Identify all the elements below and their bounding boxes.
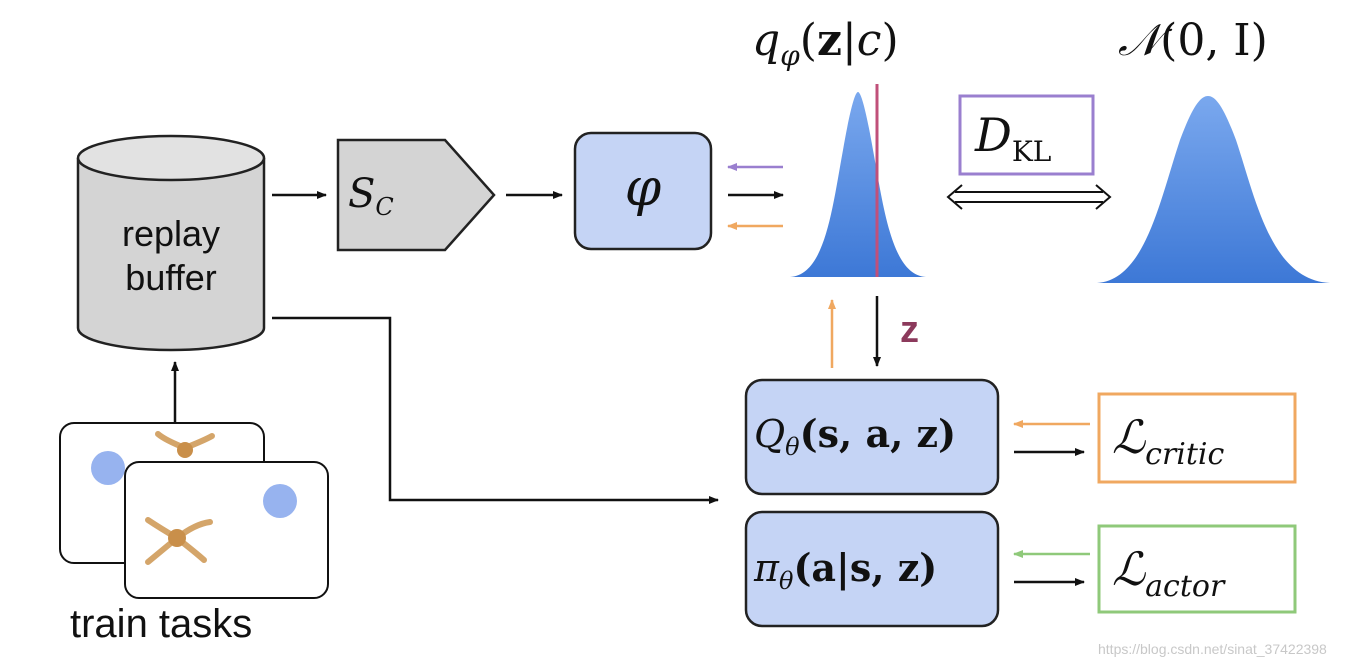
critic-loss-label: ℒcritic (1112, 410, 1225, 472)
actor-args: (a|s, z) (793, 545, 938, 590)
actor-box (744, 510, 1000, 628)
prior-gaussian (1097, 96, 1330, 283)
posterior-phi: φ (780, 38, 800, 72)
prior-label: 𝒩(0, I) (1118, 14, 1268, 68)
actor-theta: θ (778, 567, 794, 596)
actor-label: πθ(a|s, z) (754, 542, 937, 599)
sampler-symbol: S (348, 171, 376, 217)
posterior-q: q (752, 15, 781, 66)
task-goal-dot (263, 484, 297, 518)
critic-label: Qθ(s, a, z) (754, 408, 956, 465)
prior-args: (0, I) (1160, 15, 1268, 66)
replay-buffer-label: replay buffer (78, 212, 264, 300)
kl-double-arrow (946, 184, 1112, 210)
critic-loss-box (1097, 392, 1297, 484)
critic-box (744, 378, 1000, 496)
kl-label: DKL (975, 108, 1051, 169)
posterior-label: qφ(z|c) (752, 14, 899, 73)
actor-loss-subscript: actor (1145, 568, 1225, 604)
critic-args: (s, a, z) (799, 411, 957, 456)
critic-loss-subscript: critic (1145, 436, 1225, 472)
replay-buffer-line2: buffer (125, 257, 217, 298)
posterior-close-paren: ) (881, 15, 899, 66)
actor-loss-label: ℒactor (1112, 542, 1225, 604)
kl-D: D (975, 108, 1012, 162)
critic-Q: Q (754, 412, 786, 456)
watermark-text: https://blog.csdn.net/sinat_37422398 (1098, 641, 1327, 657)
prior-N: 𝒩 (1118, 15, 1161, 66)
actor-loss-L: ℒ (1112, 542, 1146, 596)
critic-theta: θ (785, 433, 800, 462)
kl-box (958, 94, 1095, 176)
posterior-gaussian (790, 92, 926, 277)
sampler-label: SC (348, 170, 394, 223)
replay-buffer-cylinder (76, 134, 266, 352)
buffer-to-critic-arrow (272, 316, 719, 504)
z-label: z (900, 309, 919, 351)
replay-buffer-line1: replay (121, 213, 221, 254)
train-tasks-label: train tasks (70, 602, 253, 646)
posterior-open-paren: ( (799, 15, 817, 66)
sampler-shape (336, 138, 496, 252)
critic-loss-L: ℒ (1112, 410, 1146, 464)
sampler-subscript: C (375, 193, 394, 222)
posterior-c: c (856, 15, 882, 66)
task-goal-dot (91, 451, 125, 485)
posterior-z: z (816, 15, 842, 66)
task-card-front (124, 461, 329, 599)
actor-pi: π (754, 546, 779, 590)
kl-subscript: KL (1011, 134, 1052, 168)
encoder-box (573, 131, 713, 251)
encoder-label: φ (624, 158, 662, 218)
posterior-bar: | (841, 15, 857, 66)
actor-loss-box (1097, 524, 1297, 614)
